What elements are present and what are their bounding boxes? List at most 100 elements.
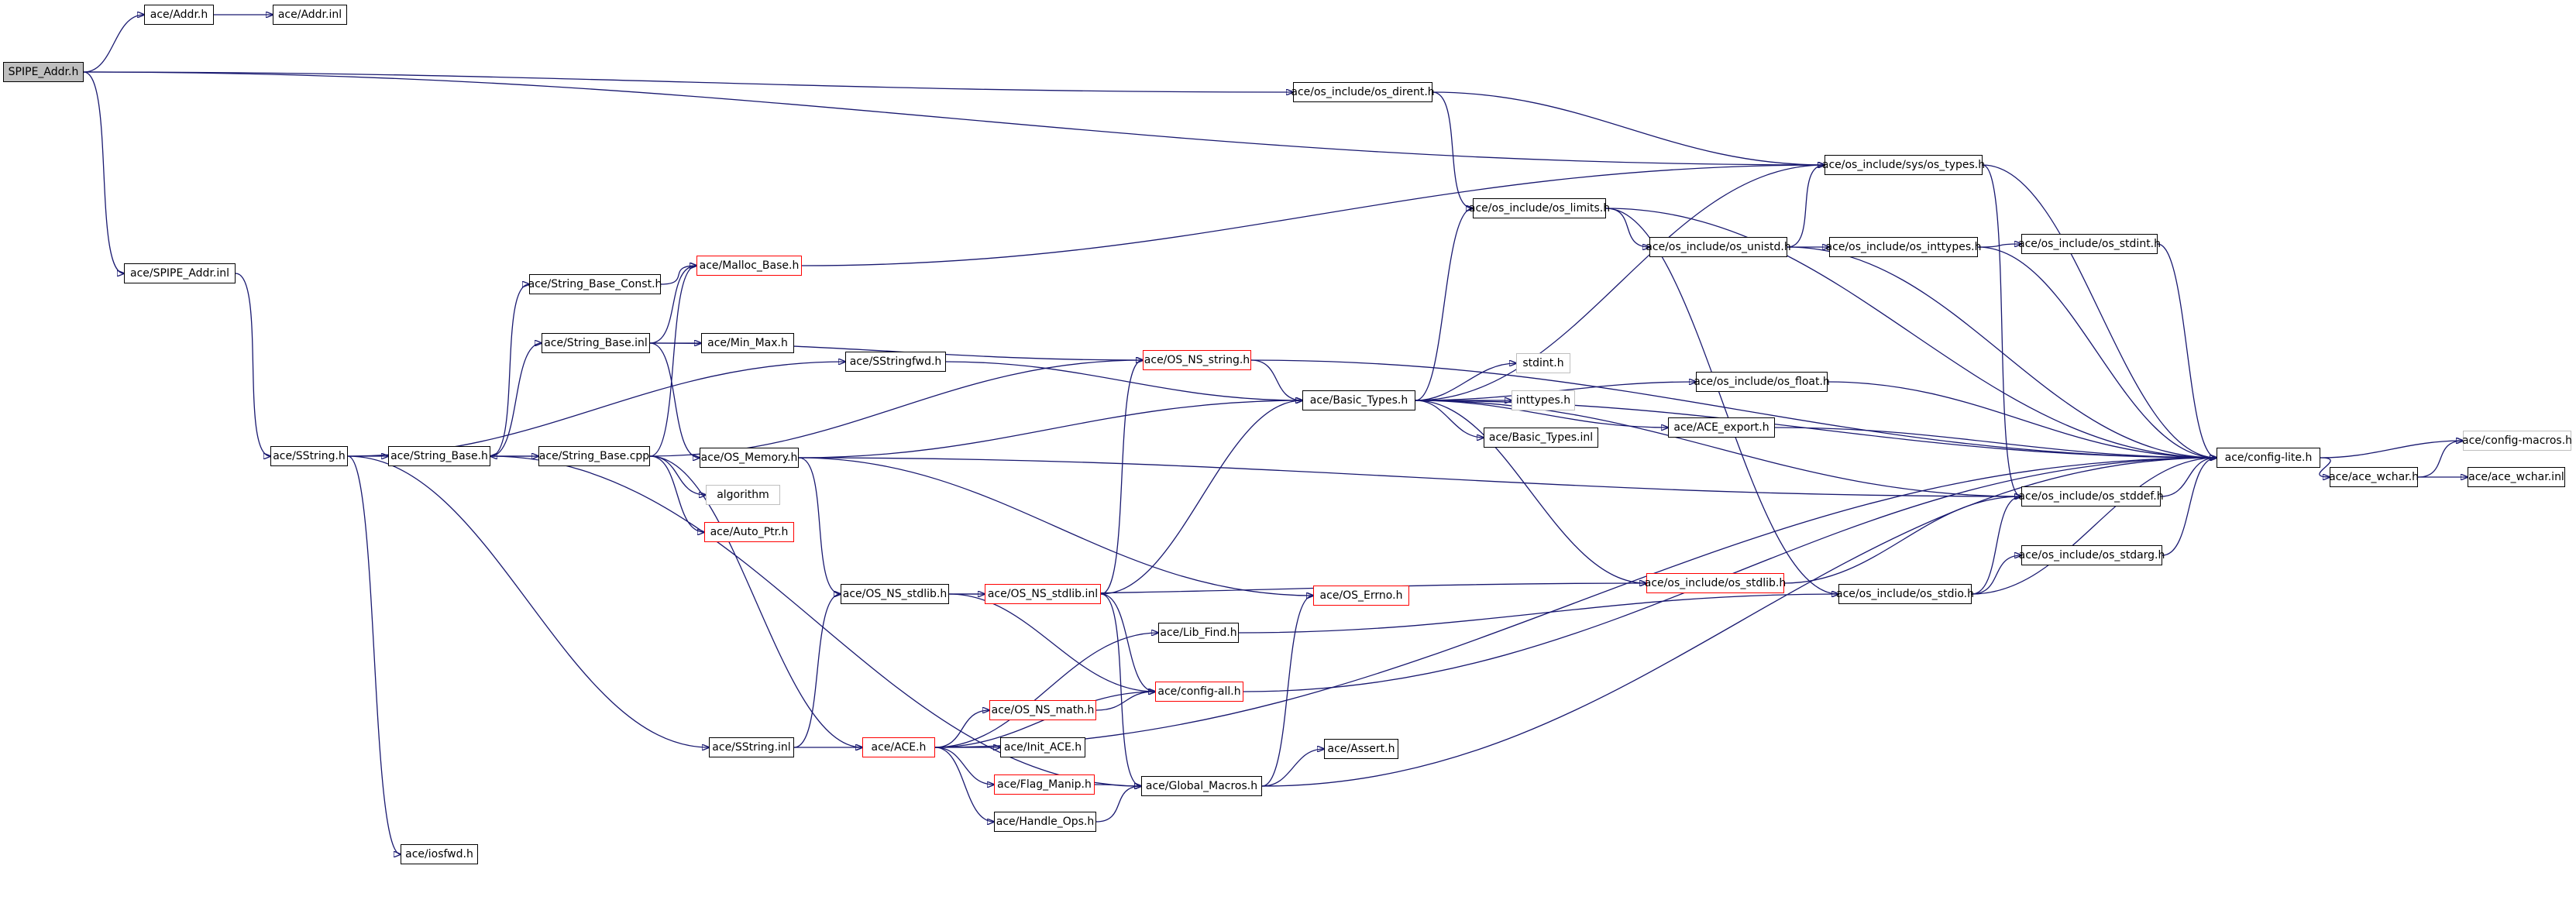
node-min-max-h[interactable]: ace/Min_Max.h bbox=[701, 333, 794, 353]
edge-os_stdlib_h-to-os_stddef_h bbox=[1783, 496, 2021, 584]
node-label: inttypes.h bbox=[1515, 394, 1571, 407]
edge-global_macros_h-to-os_errno_h bbox=[1261, 596, 1313, 787]
edge-sys_types_h-to-config_lite_h bbox=[1982, 164, 2217, 458]
node-os-unistd-h[interactable]: ace/os_include/os_unistd.h bbox=[1646, 237, 1791, 257]
edge-sstring_h-to-iosfwd_h bbox=[347, 455, 401, 854]
node-os-dirent-h[interactable]: ace/os_include/os_dirent.h bbox=[1291, 82, 1435, 102]
edge-os_limits_h-to-os_stdio_h bbox=[1605, 208, 1838, 594]
edge-global_macros_h-to-config_lite_h bbox=[1261, 458, 2217, 787]
node-addr-h[interactable]: ace/Addr.h bbox=[144, 5, 214, 25]
node-label: ace/String_Base.inl bbox=[544, 337, 648, 349]
node-os-memory-h[interactable]: ace/OS_Memory.h bbox=[700, 448, 799, 468]
node-algorithm[interactable]: algorithm bbox=[706, 485, 780, 505]
node-label: ace/config-macros.h bbox=[2461, 434, 2573, 447]
edge-string_base_cpp-to-ace_h bbox=[649, 455, 862, 747]
node-basic-types-inl[interactable]: ace/Basic_Types.inl bbox=[1484, 428, 1598, 448]
node-lib-find-h[interactable]: ace/Lib_Find.h bbox=[1158, 623, 1239, 643]
edge-os_unistd_h-to-config_lite_h bbox=[1787, 246, 2217, 458]
edge-os_memory_h-to-os_ns_stdlib_h bbox=[798, 457, 841, 594]
node-os-ns-stdlib-h[interactable]: ace/OS_NS_stdlib.h bbox=[841, 584, 949, 604]
node-malloc-base-h[interactable]: ace/Malloc_Base.h bbox=[696, 256, 802, 276]
node-ace-h[interactable]: ace/ACE.h bbox=[862, 737, 935, 757]
edge-os_dirent_h-to-os_limits_h bbox=[1432, 91, 1473, 208]
node-label: algorithm bbox=[717, 489, 769, 501]
node-os-stdio-h[interactable]: ace/os_include/os_stdio.h bbox=[1836, 584, 1974, 604]
node-ace-wchar-h[interactable]: ace/ace_wchar.h bbox=[2329, 467, 2419, 487]
node-flag-manip-h[interactable]: ace/Flag_Manip.h bbox=[994, 774, 1095, 795]
node-iosfwd-h[interactable]: ace/iosfwd.h bbox=[401, 844, 478, 864]
node-string-base-inl[interactable]: ace/String_Base.inl bbox=[542, 333, 650, 353]
node-ace-wchar-inl[interactable]: ace/ace_wchar.inl bbox=[2468, 467, 2565, 487]
edge-os_limits_h-to-config_lite_h bbox=[1605, 208, 2217, 458]
node-label: ace/OS_Memory.h bbox=[700, 452, 798, 464]
node-os-ns-string-h[interactable]: ace/OS_NS_string.h bbox=[1143, 350, 1251, 370]
edge-os_stdint_h-to-config_lite_h bbox=[2157, 243, 2217, 458]
edge-string_base_h-to-string_base_inl bbox=[490, 343, 542, 457]
node-label: ace/Min_Max.h bbox=[707, 337, 788, 349]
node-label: ace/os_include/os_unistd.h bbox=[1646, 241, 1791, 253]
node-string-base-const-h[interactable]: ace/String_Base_Const.h bbox=[528, 274, 662, 294]
node-os-ns-stdlib-inl[interactable]: ace/OS_NS_stdlib.inl bbox=[985, 584, 1101, 604]
node-label: ace/OS_NS_string.h bbox=[1144, 354, 1250, 366]
edge-os_dirent_h-to-sys_types_h bbox=[1432, 91, 1825, 165]
node-os-inttypes-h[interactable]: ace/os_include/os_inttypes.h bbox=[1826, 237, 1981, 257]
node-handle-ops-h[interactable]: ace/Handle_Ops.h bbox=[994, 812, 1096, 832]
edge-os_stdio_h-to-os_stddef_h bbox=[1971, 496, 2021, 595]
node-spipe-addr-h[interactable]: SPIPE_Addr.h bbox=[3, 62, 84, 82]
node-spipe-addr-inl[interactable]: ace/SPIPE_Addr.inl bbox=[124, 263, 236, 283]
edge-os_inttypes_h-to-config_lite_h bbox=[1977, 246, 2217, 458]
edge-basic_types_h-to-basic_types_inl bbox=[1415, 400, 1484, 438]
node-auto-ptr-h[interactable]: ace/Auto_Ptr.h bbox=[704, 522, 794, 542]
node-sys-os-types-h[interactable]: ace/os_include/sys/os_types.h bbox=[1822, 155, 1985, 175]
edge-os_stdarg_h-to-config_lite_h bbox=[2162, 458, 2217, 556]
edge-string_base_h-to-string_base_const_h bbox=[490, 284, 529, 457]
node-stdint-h[interactable]: stdint.h bbox=[1516, 353, 1570, 373]
node-label: ace/Auto_Ptr.h bbox=[710, 526, 789, 538]
edge-ace_h-to-handle_ops_h bbox=[934, 747, 994, 822]
node-label: ace/os_include/os_stdint.h bbox=[2018, 238, 2162, 250]
node-label: ace/OS_NS_math.h bbox=[991, 704, 1095, 716]
node-ace-export-h[interactable]: ace/ACE_export.h bbox=[1668, 417, 1775, 438]
node-assert-h[interactable]: ace/Assert.h bbox=[1324, 739, 1398, 759]
node-os-stdarg-h[interactable]: ace/os_include/os_stdarg.h bbox=[2019, 545, 2165, 565]
node-sstring-h[interactable]: ace/SString.h bbox=[270, 446, 348, 466]
node-os-float-h[interactable]: ace/os_include/os_float.h bbox=[1694, 372, 1830, 392]
edge-os_stddef_h-to-config_lite_h bbox=[2160, 458, 2217, 497]
node-os-stdlib-h[interactable]: ace/os_include/os_stdlib.h bbox=[1645, 573, 1786, 593]
node-addr-inl[interactable]: ace/Addr.inl bbox=[273, 5, 347, 25]
node-sstring-inl[interactable]: ace/SString.inl bbox=[709, 737, 794, 757]
node-os-stdint-h[interactable]: ace/os_include/os_stdint.h bbox=[2018, 234, 2162, 254]
edge-flag_manip_h-to-global_macros_h bbox=[1094, 785, 1141, 786]
edge-os_ns_string_h-to-basic_types_h bbox=[1250, 359, 1302, 400]
edge-global_macros_h-to-assert_h bbox=[1261, 749, 1324, 787]
edge-ace_h-to-lib_find_h bbox=[934, 633, 1158, 748]
edge-os_float_h-to-config_lite_h bbox=[1827, 381, 2217, 458]
node-os-stddef-h[interactable]: ace/os_include/os_stddef.h bbox=[2018, 486, 2164, 507]
node-sstringfwd-h[interactable]: ace/SStringfwd.h bbox=[845, 352, 946, 372]
node-label: ace/os_include/os_stddef.h bbox=[2018, 490, 2164, 503]
node-config-all-h[interactable]: ace/config-all.h bbox=[1155, 682, 1243, 702]
node-inttypes-h[interactable]: inttypes.h bbox=[1512, 390, 1575, 410]
node-string-base-cpp[interactable]: ace/String_Base.cpp bbox=[538, 446, 650, 466]
edge-string_base_const_h-to-malloc_base_h bbox=[660, 266, 696, 285]
edge-malloc_base_h-to-sys_types_h bbox=[801, 165, 1825, 266]
edge-os_ns_string_h-to-config_lite_h bbox=[1250, 359, 2217, 458]
edge-os_ns_stdlib_inl-to-os_ns_string_h bbox=[1100, 360, 1143, 595]
node-string-base-h[interactable]: ace/String_Base.h bbox=[388, 446, 490, 466]
node-config-macros-h[interactable]: ace/config-macros.h bbox=[2461, 431, 2573, 451]
node-os-ns-math-h[interactable]: ace/OS_NS_math.h bbox=[989, 700, 1096, 720]
node-label: stdint.h bbox=[1522, 357, 1564, 369]
node-basic-types-h[interactable]: ace/Basic_Types.h bbox=[1302, 390, 1415, 410]
edge-string_base_cpp-to-algorithm bbox=[649, 455, 706, 495]
node-label: ace/Addr.inl bbox=[277, 9, 342, 21]
node-os-limits-h[interactable]: ace/os_include/os_limits.h bbox=[1469, 198, 1610, 218]
node-global-macros-h[interactable]: ace/Global_Macros.h bbox=[1141, 776, 1262, 796]
edge-os_stdio_h-to-os_stdarg_h bbox=[1971, 555, 2021, 595]
node-label: ace/Basic_Types.h bbox=[1309, 394, 1408, 407]
node-label: ace/OS_NS_stdlib.h bbox=[842, 588, 948, 600]
node-os-errno-h[interactable]: ace/OS_Errno.h bbox=[1313, 586, 1409, 606]
node-config-lite-h[interactable]: ace/config-lite.h bbox=[2217, 448, 2320, 468]
node-init-ace-h[interactable]: ace/Init_ACE.h bbox=[1000, 737, 1085, 757]
